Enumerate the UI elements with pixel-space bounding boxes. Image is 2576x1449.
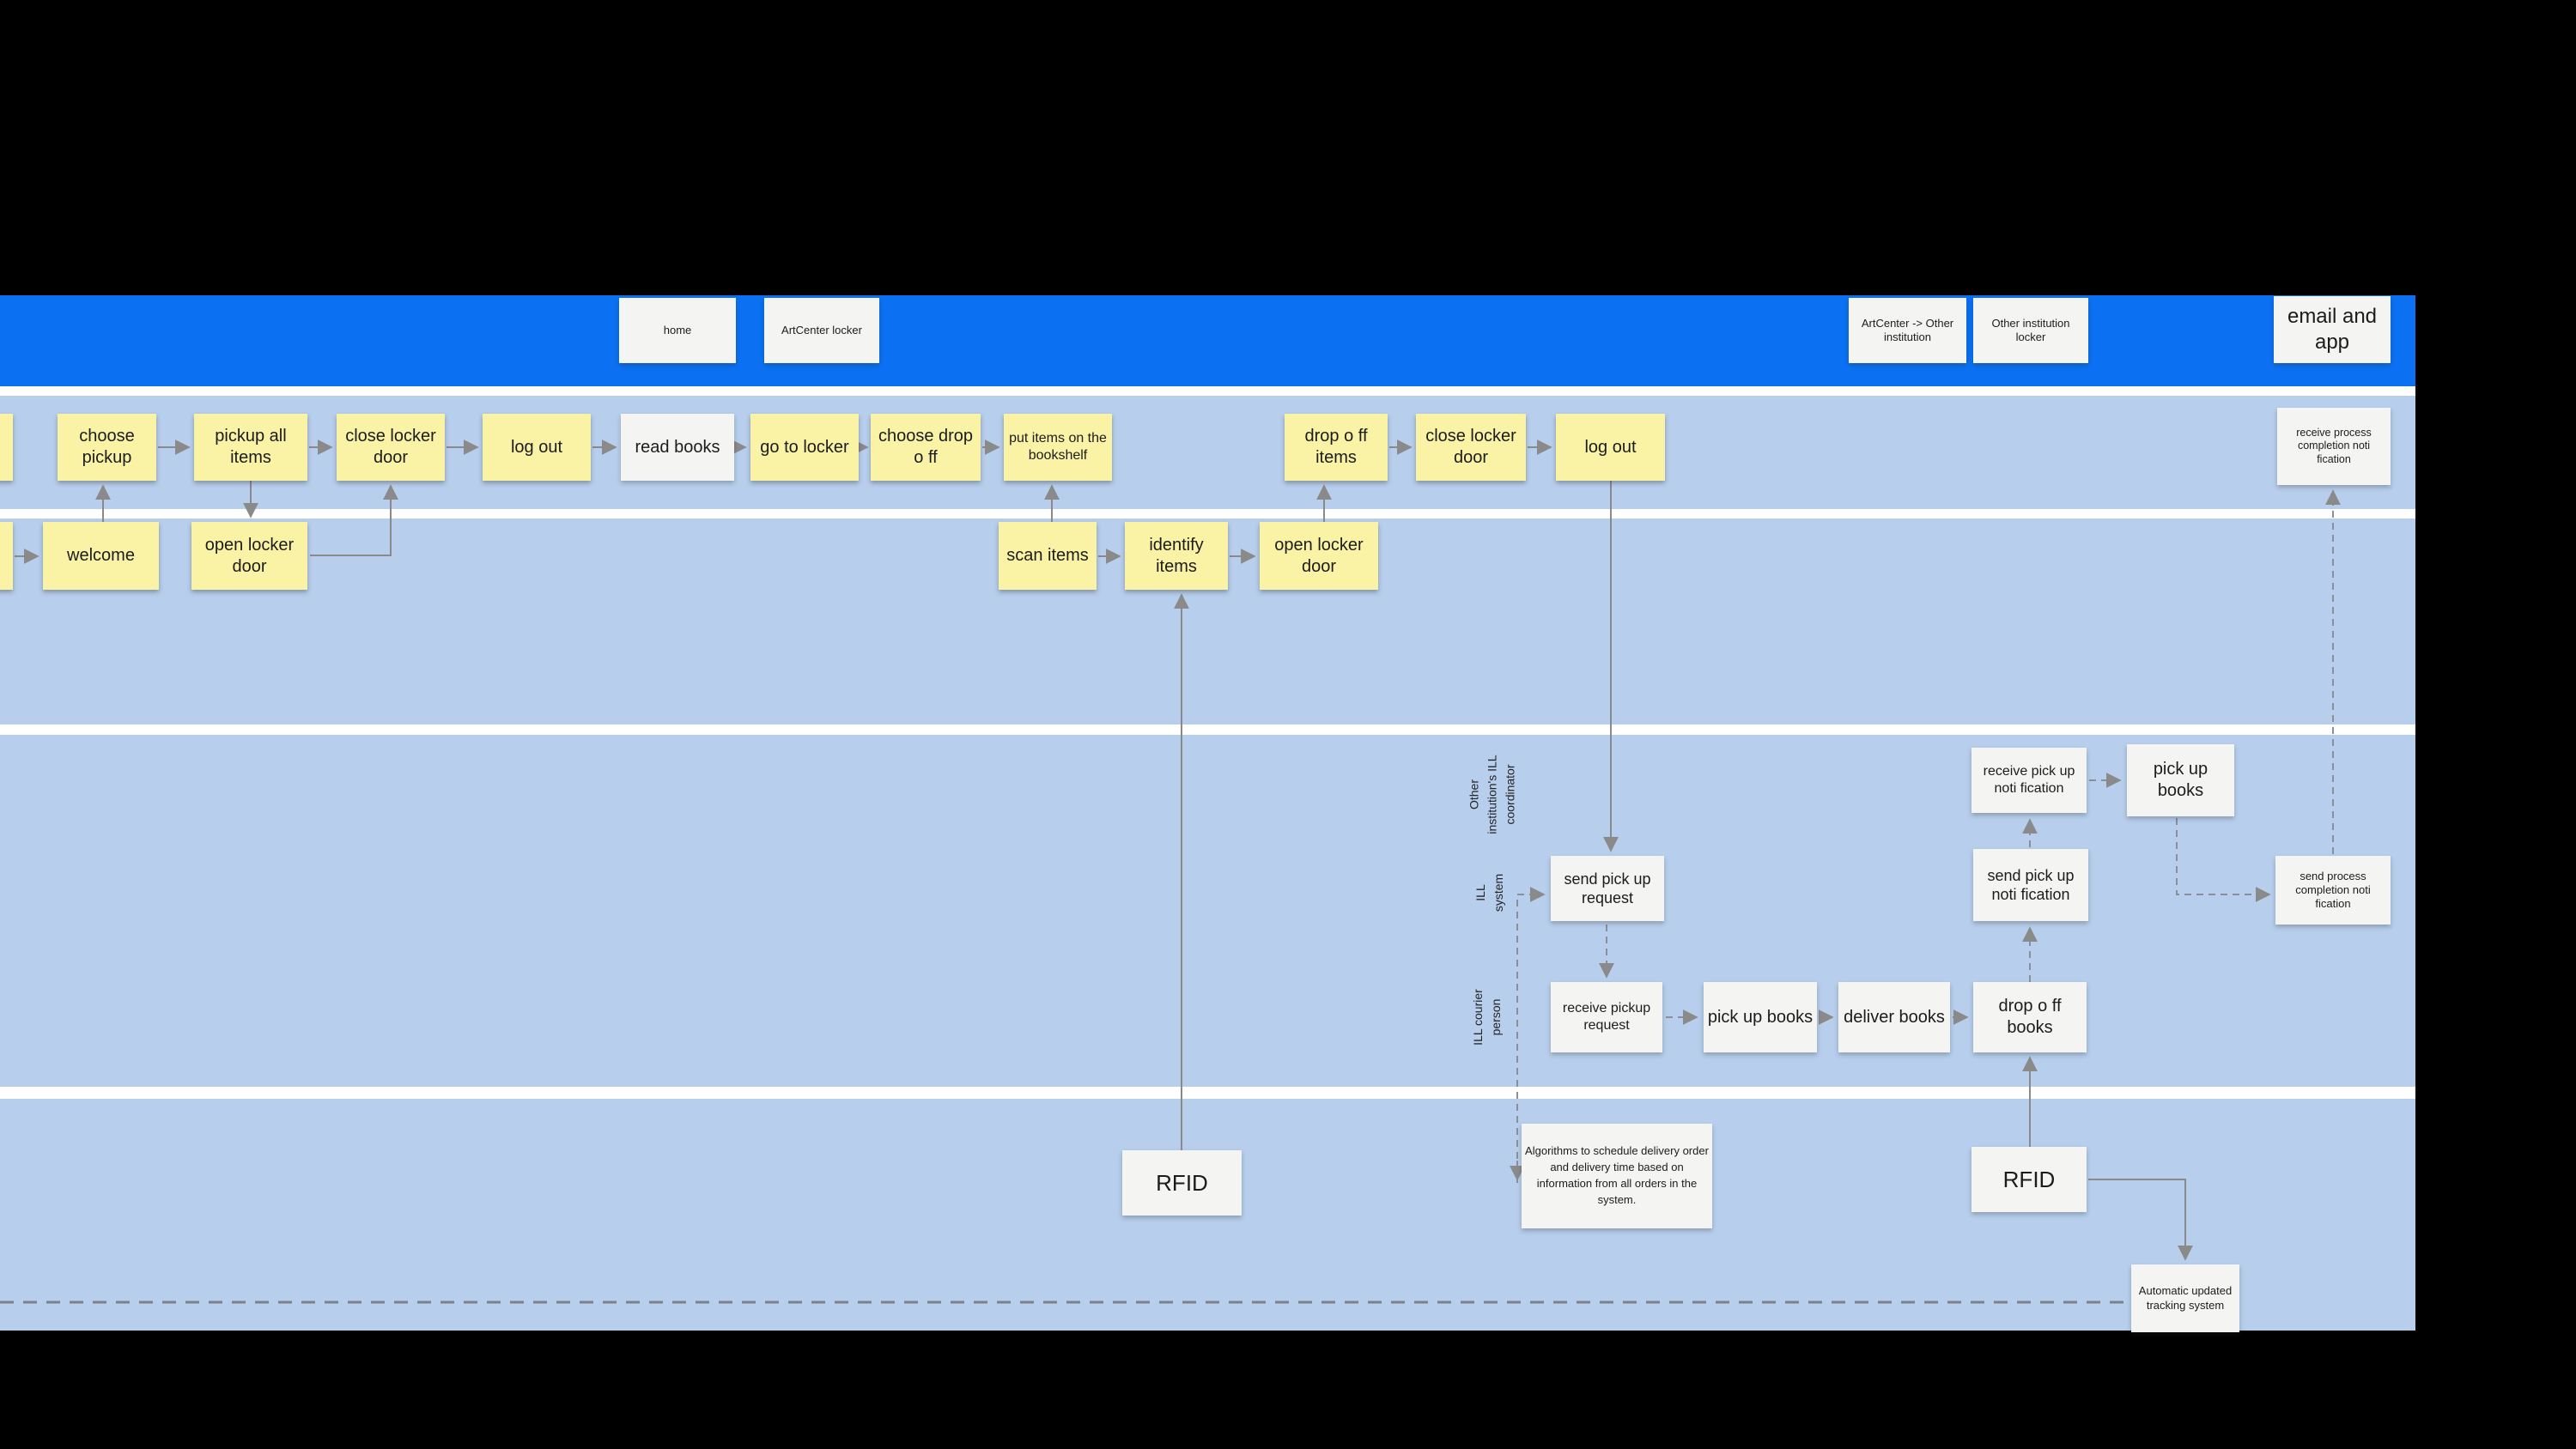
node-rfid-right: RFID bbox=[1971, 1147, 2087, 1212]
node-receive-pickup-request: receive pickup request bbox=[1551, 982, 1662, 1052]
node-welcome: welcome bbox=[43, 522, 159, 590]
node-choose-drop-off-label: choose drop o ff bbox=[878, 427, 974, 467]
node-open-locker-door-2: open locker door bbox=[1260, 522, 1378, 590]
node-log-out-2: log out bbox=[1556, 414, 1665, 481]
node-send-pickup-notification-label: send pick up noti fication bbox=[1987, 866, 2075, 904]
node-log-out-1-label: log out bbox=[510, 437, 563, 457]
node-pick-up-books-courier: pick up books bbox=[1704, 982, 1817, 1052]
node-rfid-left-label: RFID bbox=[1156, 1169, 1208, 1196]
node-go-to-locker-label: go to locker bbox=[760, 437, 849, 457]
header-card-artcenter-to-other: ArtCenter -> Other institution bbox=[1849, 298, 1966, 363]
node-log-out-2-label: log out bbox=[1584, 437, 1637, 457]
header-card-other-institution-locker: Other institution locker bbox=[1973, 298, 2088, 363]
node-pick-up-books-coordinator: pick up books bbox=[2127, 744, 2234, 816]
node-rfid-right-label: RFID bbox=[2002, 1166, 2056, 1192]
node-receive-process-completion: receive process completion noti fication bbox=[2277, 408, 2391, 485]
node-receive-process-completion-label: receive process completion noti fication bbox=[2296, 426, 2372, 465]
node-drop-off-items: drop o ff items bbox=[1285, 414, 1388, 481]
lane-label-ill-system: ILL system bbox=[1473, 873, 1505, 912]
node-put-items-on-bookshelf-label: put items on the bookshelf bbox=[1009, 431, 1107, 463]
node-automatic-tracking-system-label: Automatic updated tracking system bbox=[2138, 1284, 2233, 1312]
header-card-email-and-app: email and app bbox=[2274, 296, 2391, 363]
node-open-locker-door-1-label: open locker door bbox=[204, 535, 295, 576]
node-send-process-completion: send process completion noti fication bbox=[2275, 856, 2391, 925]
node-algorithms-note: Algorithms to schedule delivery order an… bbox=[1522, 1124, 1712, 1228]
node-send-process-completion-label: send process completion noti fication bbox=[2295, 869, 2371, 911]
node-close-locker-door-1: close locker door bbox=[337, 414, 445, 481]
solid-connectors bbox=[15, 440, 2193, 1261]
node-send-pickup-request: send pick up request bbox=[1551, 856, 1664, 921]
node-rfid-left: RFID bbox=[1122, 1150, 1242, 1216]
node-pickup-all-items-label: pickup all items bbox=[215, 427, 287, 467]
node-close-locker-door-1-label: close locker door bbox=[345, 427, 436, 467]
node-receive-pickup-notification: receive pick up noti fication bbox=[1971, 748, 2087, 813]
node-go-to-locker: go to locker bbox=[750, 414, 859, 481]
node-scan-items-label: scan items bbox=[1006, 546, 1089, 565]
node-close-locker-door-2-label: close locker door bbox=[1425, 427, 1516, 467]
node-cutoff-sticky-row2 bbox=[0, 522, 13, 590]
dashed-connectors bbox=[1510, 489, 2341, 1183]
node-identify-items: identify items bbox=[1125, 522, 1228, 590]
node-read-books: read books bbox=[621, 414, 734, 481]
node-automatic-tracking-system: Automatic updated tracking system bbox=[2131, 1264, 2239, 1332]
node-deliver-books-label: deliver books bbox=[1844, 1007, 1945, 1027]
node-choose-pickup-label: choose pickup bbox=[79, 427, 135, 467]
header-card-home-label: home bbox=[663, 323, 692, 336]
node-pick-up-books-coordinator-label: pick up books bbox=[2153, 760, 2208, 800]
node-scan-items: scan items bbox=[999, 522, 1097, 590]
node-receive-pickup-request-label: receive pickup request bbox=[1562, 1001, 1651, 1033]
node-pick-up-books-courier-label: pick up books bbox=[1707, 1007, 1814, 1027]
header-card-home: home bbox=[619, 298, 736, 363]
node-identify-items-label: identify items bbox=[1149, 535, 1204, 576]
node-drop-off-items-label: drop o ff items bbox=[1304, 427, 1368, 467]
node-choose-drop-off: choose drop o ff bbox=[871, 414, 981, 481]
node-open-locker-door-2-label: open locker door bbox=[1274, 535, 1364, 576]
node-receive-pickup-notification-label: receive pick up noti fication bbox=[1983, 764, 2075, 796]
node-cutoff-sticky-row1 bbox=[0, 414, 13, 481]
header-card-other-institution-locker-label: Other institution locker bbox=[1991, 316, 2070, 343]
node-send-pickup-request-label: send pick up request bbox=[1564, 870, 1651, 907]
node-choose-pickup: choose pickup bbox=[58, 414, 156, 481]
node-drop-off-books: drop o ff books bbox=[1973, 982, 2087, 1052]
lane-label-ill-courier-person: ILL courier person bbox=[1471, 989, 1503, 1046]
node-open-locker-door-1: open locker door bbox=[191, 522, 307, 590]
node-send-pickup-notification: send pick up noti fication bbox=[1973, 849, 2088, 921]
node-put-items-on-bookshelf: put items on the bookshelf bbox=[1004, 414, 1112, 481]
header-card-email-and-app-label: email and app bbox=[2287, 305, 2378, 354]
node-welcome-label: welcome bbox=[67, 546, 135, 565]
node-algorithms-note-label: Algorithms to schedule delivery order an… bbox=[1525, 1144, 1709, 1206]
node-deliver-books: deliver books bbox=[1838, 982, 1950, 1052]
node-read-books-label: read books bbox=[635, 437, 720, 457]
node-close-locker-door-2: close locker door bbox=[1416, 414, 1526, 481]
node-log-out-1: log out bbox=[483, 414, 591, 481]
header-card-artcenter-locker-label: ArtCenter locker bbox=[781, 323, 862, 336]
node-pickup-all-items: pickup all items bbox=[194, 414, 307, 481]
node-drop-off-books-label: drop o ff books bbox=[1998, 997, 2062, 1037]
header-card-artcenter-locker: ArtCenter locker bbox=[764, 298, 879, 363]
header-card-artcenter-to-other-label: ArtCenter -> Other institution bbox=[1861, 316, 1954, 343]
